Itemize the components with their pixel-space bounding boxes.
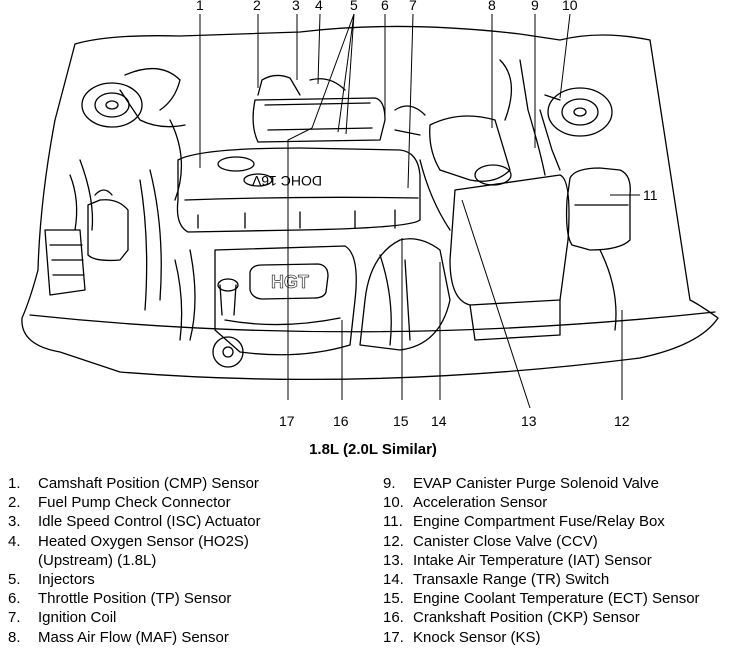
legend-right-column: 9. EVAP Canister Purge Solenoid Valve 10. A… — [383, 474, 745, 647]
legend-item-number: 16. — [383, 609, 404, 627]
timing-belt-cover — [249, 263, 329, 300]
legend-item-text: Injectors — [38, 571, 95, 589]
legend-item-text: Idle Speed Control (ISC) Actuator — [38, 513, 261, 531]
left-bracket — [44, 229, 86, 296]
legend-item: 9. EVAP Canister Purge Solenoid Valve — [383, 474, 745, 493]
legend-item-text: Throttle Position (TP) Sensor — [38, 590, 232, 608]
legend-item-text: Engine Coolant Temperature (ECT) Sensor — [413, 590, 700, 608]
legend-item-text: Crankshaft Position (CKP) Sensor — [413, 609, 640, 627]
legend-item: 10. Acceleration Sensor — [383, 493, 745, 512]
intake-plenum — [252, 97, 386, 143]
legend-item-number: 7. — [8, 609, 21, 627]
legend-item-number: 12. — [383, 532, 404, 550]
legend-item-number: 2. — [8, 494, 21, 512]
callout-13: 13 — [521, 413, 537, 429]
legend-item-number: 13. — [383, 551, 404, 569]
legend-item: 7. Ignition Coil — [8, 608, 368, 627]
air-intake-duct — [419, 115, 512, 231]
legend-item-text: Intake Air Temperature (IAT) Sensor — [413, 551, 652, 569]
legend-item-number: 9. — [383, 475, 396, 492]
legend-item: 4. Heated Oxygen Sensor (HO2S) — [8, 532, 368, 551]
oil-filler-cap — [217, 278, 239, 316]
callout-15: 15 — [393, 413, 409, 429]
legend-item: 6. Throttle Position (TP) Sensor — [8, 589, 368, 608]
callout-2: 2 — [253, 0, 261, 13]
legend-item-number: 6. — [8, 590, 21, 608]
legend-item-number: 14. — [383, 571, 404, 589]
callout-1: 1 — [196, 0, 204, 13]
legend-item: (Upstream) (1.8L) — [8, 551, 368, 570]
engine-bay-outline — [21, 25, 719, 381]
legend-item: 3. Idle Speed Control (ISC) Actuator — [8, 512, 368, 531]
legend-item: 2. Fuel Pump Check Connector — [8, 493, 368, 512]
callout-5: 5 — [350, 0, 358, 13]
legend-item-text: Mass Air Flow (MAF) Sensor — [38, 628, 229, 646]
legend-item-number: 15. — [383, 590, 404, 608]
legend-item-text: Transaxle Range (TR) Switch — [413, 571, 610, 589]
callout-labels: 1 2 3 4 5 6 7 8 9 10 11 12 13 14 15 16 1… — [196, 0, 658, 429]
legend-item-text: (Upstream) (1.8L) — [38, 551, 157, 569]
legend-item: 14. Transaxle Range (TR) Switch — [383, 570, 745, 589]
air-cleaner-box — [449, 174, 570, 306]
legend-item-number — [8, 551, 38, 570]
legend-item-text: EVAP Canister Purge Solenoid Valve — [413, 475, 659, 492]
legend-item: 1. Camshaft Position (CMP) Sensor — [8, 474, 368, 493]
legend-item: 12. Canister Close Valve (CCV) — [383, 532, 745, 551]
right-strut-tower — [547, 87, 613, 137]
legend-left-column: 1. Camshaft Position (CMP) Sensor 2. Fuel P… — [8, 474, 368, 647]
crank-pulley — [212, 336, 244, 368]
left-strut-tower — [81, 82, 143, 128]
hood-line — [29, 311, 716, 333]
legend-item: 16. Crankshaft Position (CKP) Sensor — [383, 608, 745, 627]
legend-item: 5. Injectors — [8, 570, 368, 589]
legend-item-text: Ignition Coil — [38, 609, 117, 627]
engine-compartment-diagram: DOHC 16V HGT — [21, 0, 719, 429]
legend-item-text: Engine Compartment Fuse/Relay Box — [413, 513, 665, 531]
callout-11: 11 — [643, 187, 658, 203]
transaxle — [359, 238, 451, 351]
callout-16: 16 — [333, 413, 349, 429]
legend-item-number: 8. — [8, 628, 21, 646]
fuse-relay-box — [565, 167, 631, 251]
figure-caption: 1.8L (2.0L Similar) — [309, 441, 437, 458]
legend-item-number: 11. — [383, 513, 403, 531]
engine-block — [214, 245, 357, 356]
legend-item: 17. Knock Sensor (KS) — [383, 628, 745, 647]
callout-14: 14 — [431, 413, 447, 429]
legend-item-text: Knock Sensor (KS) — [413, 628, 541, 646]
legend-item-number: 4. — [8, 532, 21, 550]
callout-3: 3 — [292, 0, 300, 13]
callout-10: 10 — [562, 0, 578, 13]
callout-17: 17 — [279, 413, 295, 429]
callout-9: 9 — [531, 0, 539, 13]
legend-item-text: Heated Oxygen Sensor (HO2S) — [38, 532, 249, 550]
callout-6: 6 — [381, 0, 389, 13]
engine-brand-text: HGT — [271, 272, 309, 292]
legend-item-text: Fuel Pump Check Connector — [38, 494, 231, 512]
coolant-reservoir — [87, 199, 129, 262]
legend-item: 11. Engine Compartment Fuse/Relay Box — [383, 512, 745, 531]
legend-item-number: 1. — [8, 475, 21, 492]
legend-item: 8. Mass Air Flow (MAF) Sensor — [8, 628, 368, 647]
legend-item-number: 10. — [383, 494, 404, 512]
legend-item-text: Camshaft Position (CMP) Sensor — [38, 475, 259, 492]
legend-item-number: 3. — [8, 513, 21, 531]
legend-item: 15. Engine Coolant Temperature (ECT) Sens… — [383, 589, 745, 608]
legend-item-number: 5. — [8, 571, 21, 589]
callout-4: 4 — [315, 0, 323, 13]
legend-item: 13. Intake Air Temperature (IAT) Sensor — [383, 551, 745, 570]
callout-8: 8 — [488, 0, 496, 13]
legend-item-text: Canister Close Valve (CCV) — [413, 532, 598, 550]
engine-model-text: DOHC 16V — [251, 173, 322, 189]
cylinder-head-cover — [176, 147, 421, 233]
callout-12: 12 — [614, 413, 630, 429]
legend-item-number: 17. — [383, 628, 404, 646]
callout-7: 7 — [409, 0, 417, 13]
legend-item-text: Acceleration Sensor — [413, 494, 548, 512]
